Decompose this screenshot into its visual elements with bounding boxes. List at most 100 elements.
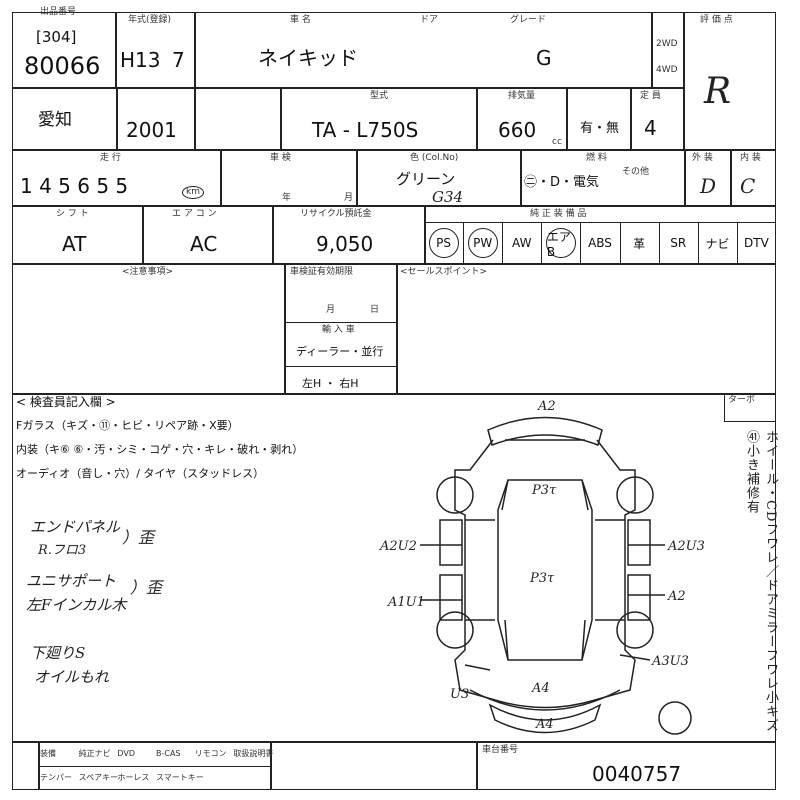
hdr-grade: グレード [510, 15, 547, 25]
hdr-mileage: 走 行 [100, 153, 121, 163]
fuel: ㊁・D・電気 [524, 175, 600, 190]
year-label: 年 [282, 193, 292, 203]
hdr-year: 年式(登録) [128, 15, 172, 25]
drive-2wd: 2WD [656, 39, 678, 49]
mark-2: ）歪 [130, 578, 163, 597]
hdr-exterior: 外 装 [692, 153, 713, 163]
equip-6: SR [670, 236, 687, 250]
hdr-equip: 純 正 装 備 品 [530, 209, 587, 219]
damage-u3: U3 [450, 687, 469, 702]
lot-number: 80066 [24, 52, 101, 80]
chassis-number: 0040757 [592, 762, 682, 786]
handle: 左H ・ 右H [302, 377, 359, 390]
footer-top-3: B-CAS [156, 749, 181, 758]
hdr-seats: 定 員 [640, 91, 661, 101]
inspector-box [12, 394, 776, 742]
lot-code: [304] [36, 28, 77, 46]
hdr-body-type: 型式 [370, 91, 389, 101]
shift: AT [62, 232, 87, 256]
seats: 4 [644, 116, 657, 140]
inspector-line-1: Fガラス（キズ・⑪・ヒビ・リペア跡・X要） [16, 419, 239, 432]
footer-bottom-1: スペアキー [78, 773, 119, 782]
ac-opts: 有・無 [580, 121, 620, 136]
footer-top-2: DVD [117, 749, 135, 758]
footer-top-5: 取扱説明書 [233, 749, 274, 758]
row3-box [12, 150, 776, 206]
month-label-2: 月 [326, 305, 336, 315]
footer-bottom-0: テンパー [40, 773, 72, 782]
equip-7: ナビ [705, 236, 730, 251]
color: グリーン [396, 170, 456, 188]
footer-top-0: 装備 [40, 749, 56, 758]
hdr-option: その他 [622, 167, 650, 177]
row4-box [12, 206, 776, 264]
recycle: 9,050 [316, 232, 374, 256]
hdr-car-name: 車 名 [290, 15, 311, 25]
row2-box [12, 88, 684, 150]
hdr-score: 評 価 点 [700, 15, 733, 25]
inspector-line-3: オーディオ（音し・穴）/ タイヤ（スタッドレス） [16, 467, 265, 480]
model-code: TA - L750S [312, 118, 419, 142]
damage-a3u3: A3U3 [651, 654, 689, 669]
damage-a4-front: A4 [535, 717, 554, 732]
turbo-box [724, 394, 776, 422]
notes-box [12, 264, 776, 394]
note-4: 左Fインカル木 [26, 596, 127, 614]
lot-box [12, 12, 116, 88]
hdr-notes: <注意事項> [122, 267, 174, 277]
hdr-inspection: 車 検 [270, 153, 291, 163]
hdr-recycle: リサイクル預託金 [300, 209, 372, 219]
first-reg-year: 2001 [126, 118, 177, 142]
equip-5: 革 [633, 236, 646, 251]
note-5: 下廻りS [30, 644, 86, 662]
drive-box [652, 12, 684, 88]
damage-p3-body: P3τ [529, 571, 555, 586]
damage-a4-hood: A4 [531, 681, 550, 696]
year-month: 7 [172, 48, 185, 72]
year-era: H13 [120, 48, 161, 72]
hdr-displacement: 排気量 [508, 91, 536, 101]
day-label: 日 [370, 305, 380, 315]
exterior: D [700, 174, 717, 198]
hdr-sales-point: <セールスポイント> [400, 267, 488, 277]
row1-box [116, 12, 652, 88]
car-name: ネイキッド [258, 46, 358, 70]
inspector-line-2: 内装（キ⑥ ⑥・汚・シミ・コゲ・穴・キレ・破れ・剥れ） [16, 443, 304, 456]
lot-label: 出品番号 [40, 7, 77, 17]
aircon: AC [190, 232, 218, 256]
note-6: オイルもれ [34, 668, 110, 686]
hdr-reg-number: 車台番号 [482, 745, 519, 755]
drive-4wd: 4WD [656, 65, 678, 75]
footer-top-1: 純正ナビ [78, 749, 111, 758]
equip-0: PS [428, 228, 459, 258]
footer-top-4: リモコン [194, 749, 227, 758]
km-unit: km [182, 186, 204, 199]
hdr-aircon: エ ア コ ン [172, 209, 217, 219]
hdr-owner-period: 車検証有効期限 [290, 267, 354, 277]
month-label: 月 [344, 193, 354, 203]
footer-box [12, 742, 776, 790]
import-dealer: ディーラー・並行 [296, 345, 384, 358]
hdr-interior: 内 装 [740, 153, 761, 163]
footer-bottom-3: スマートキー [156, 773, 204, 782]
region: 愛知 [38, 110, 72, 130]
mark-1: ）歪 [122, 528, 155, 547]
hdr-import: 輸 入 車 [322, 325, 355, 335]
damage-p3-roof: P3τ [531, 483, 557, 498]
note-1: エンドパネル [30, 518, 121, 536]
color-code: G34 [432, 188, 464, 206]
equip-3: エアB [545, 228, 576, 259]
damage-a2u3: A2U3 [667, 539, 705, 554]
damage-a1u1: A1U1 [387, 595, 425, 610]
hdr-door: ドア [420, 15, 439, 25]
damage-a2-side: A2 [667, 589, 686, 604]
equip-4: ABS [588, 236, 612, 250]
interior: C [740, 174, 756, 198]
hdr-color: 色 (Col.No) [410, 153, 459, 163]
hdr-inspector: < 検査員記入欄 > [16, 395, 116, 409]
equip-2: AW [512, 236, 532, 250]
note-3: ユニサポート [26, 572, 117, 590]
equip-8: DTV [744, 236, 769, 250]
